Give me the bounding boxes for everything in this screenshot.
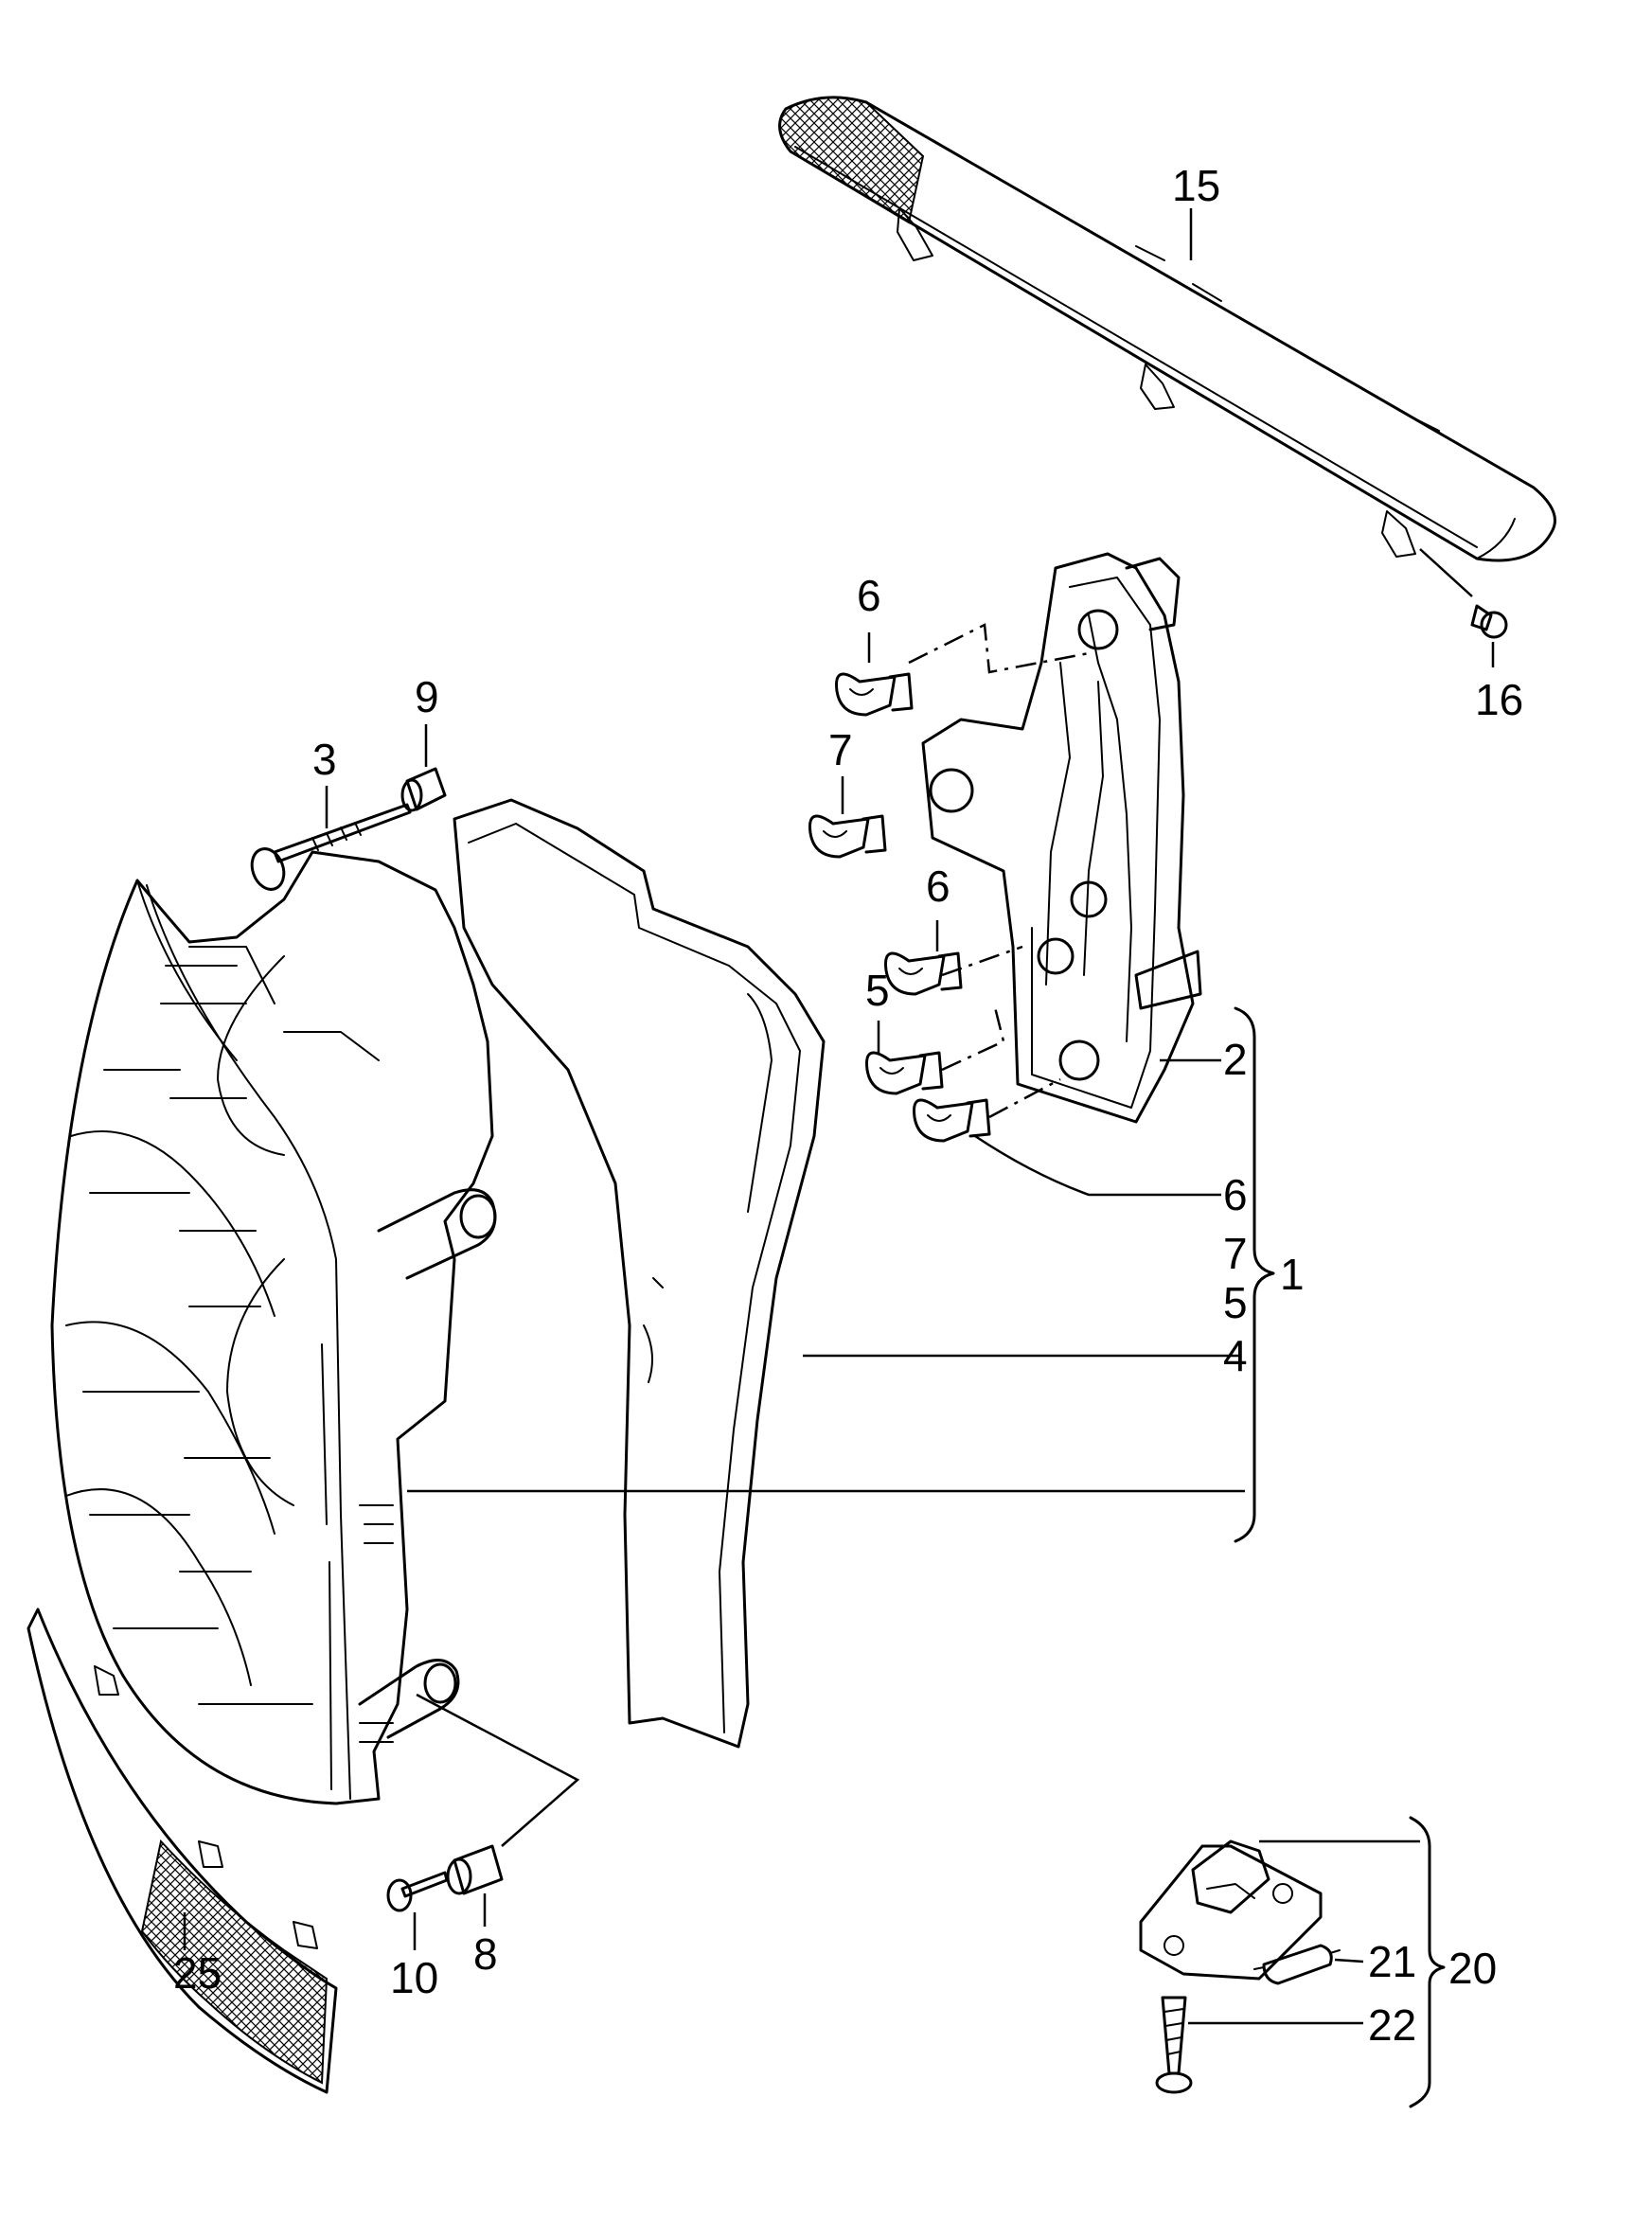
callout-16: 16 xyxy=(1475,675,1523,724)
callout-25: 25 xyxy=(173,1948,222,1998)
screw-10 xyxy=(386,1871,449,1912)
seal-4 xyxy=(453,798,826,1749)
callout-15: 15 xyxy=(1172,161,1220,210)
screw-22 xyxy=(1155,1996,1193,2094)
bulb-6-bottom xyxy=(913,1098,991,1143)
leader-bulb-6-bottom xyxy=(974,1134,1221,1197)
callout-8: 8 xyxy=(473,1929,498,1979)
callout-6: 6 xyxy=(926,862,950,911)
callout-6: 6 xyxy=(857,571,881,620)
callout-1: 1 xyxy=(1280,1250,1305,1299)
callout-10: 10 xyxy=(390,1953,438,2002)
reflector-25 xyxy=(27,1608,338,2094)
alignment-line xyxy=(941,945,1023,977)
alignment-line xyxy=(941,1003,1005,1072)
callout-20: 20 xyxy=(1448,1944,1497,1993)
bulb-6-top xyxy=(835,672,914,717)
leader-festoon-bulb-21 xyxy=(1334,1958,1364,1964)
callout-5: 5 xyxy=(1223,1278,1248,1327)
callout-3: 3 xyxy=(312,735,337,784)
spreader-nut-8 xyxy=(446,1844,504,1895)
bulb-holder-2 xyxy=(921,552,1202,1124)
callout-2: 2 xyxy=(1223,1035,1248,1084)
callout-7: 7 xyxy=(1223,1229,1248,1278)
nut-9 xyxy=(400,767,447,812)
bulb-6-middle xyxy=(884,951,963,996)
alignment-line xyxy=(988,1077,1061,1119)
bolt-3 xyxy=(250,803,412,891)
callout-9: 9 xyxy=(415,672,439,721)
bulb-7-top xyxy=(808,814,887,859)
leader-fasteners xyxy=(416,1693,580,1847)
high-level-brake-light xyxy=(778,96,1556,562)
festoon-bulb-21 xyxy=(1253,1944,1341,1985)
callout-21: 21 xyxy=(1368,1937,1416,1986)
callout-5: 5 xyxy=(865,966,890,1015)
callout-4: 4 xyxy=(1223,1331,1248,1380)
tail-light-housing xyxy=(50,850,497,1805)
alignment-line xyxy=(908,623,1090,674)
bulb-5 xyxy=(865,1051,944,1095)
licence-plate-light-20 xyxy=(1139,1839,1323,1981)
callout-22: 22 xyxy=(1368,2000,1416,2050)
group-bracket-20 xyxy=(1409,1816,1446,2108)
group-bracket-1 xyxy=(1234,1006,1275,1543)
callout-7: 7 xyxy=(828,725,853,774)
callout-6: 6 xyxy=(1223,1170,1248,1219)
screw-16 xyxy=(1419,548,1508,639)
